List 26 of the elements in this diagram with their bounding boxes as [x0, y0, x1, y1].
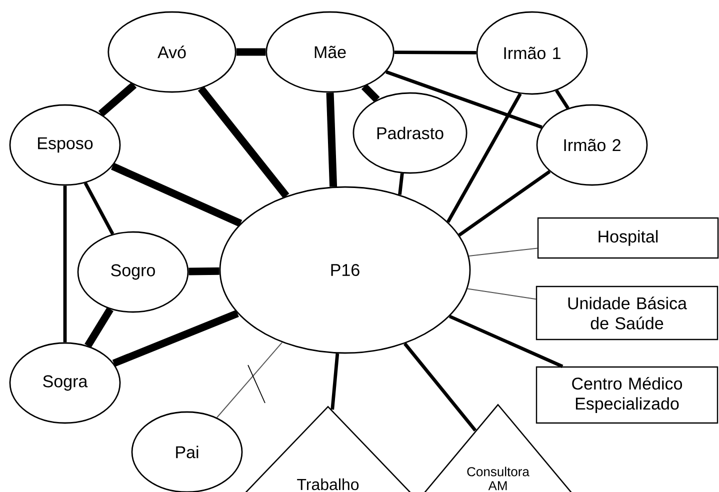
tie-line: [361, 84, 380, 102]
tie-line: [84, 182, 114, 235]
tie-line: [236, 48, 266, 56]
tie-line: [386, 70, 542, 129]
service-box: Centro Médico Especializado: [536, 366, 718, 424]
tie-line: [467, 288, 536, 300]
tie-line: [404, 342, 477, 432]
tie-line: [394, 50, 476, 54]
tie-line: [446, 92, 522, 223]
tie-line: [198, 86, 290, 198]
tie-line: [63, 186, 67, 342]
tie-line: [112, 310, 239, 367]
tie-line: [398, 173, 404, 195]
tie-line: [188, 267, 220, 276]
tie-line: [555, 90, 570, 110]
tie-line: [98, 82, 137, 117]
tie-line: [216, 342, 283, 418]
service-box: Hospital: [537, 217, 719, 259]
tie-line: [326, 92, 338, 187]
tie-line: [111, 162, 242, 227]
service-box: Unidade Básica de Saúde: [536, 286, 718, 340]
tie-line: [448, 314, 564, 368]
tie-line: [458, 170, 551, 236]
tie-line: [468, 248, 538, 256]
tie-line: [330, 353, 340, 410]
tie-line: [84, 307, 114, 348]
